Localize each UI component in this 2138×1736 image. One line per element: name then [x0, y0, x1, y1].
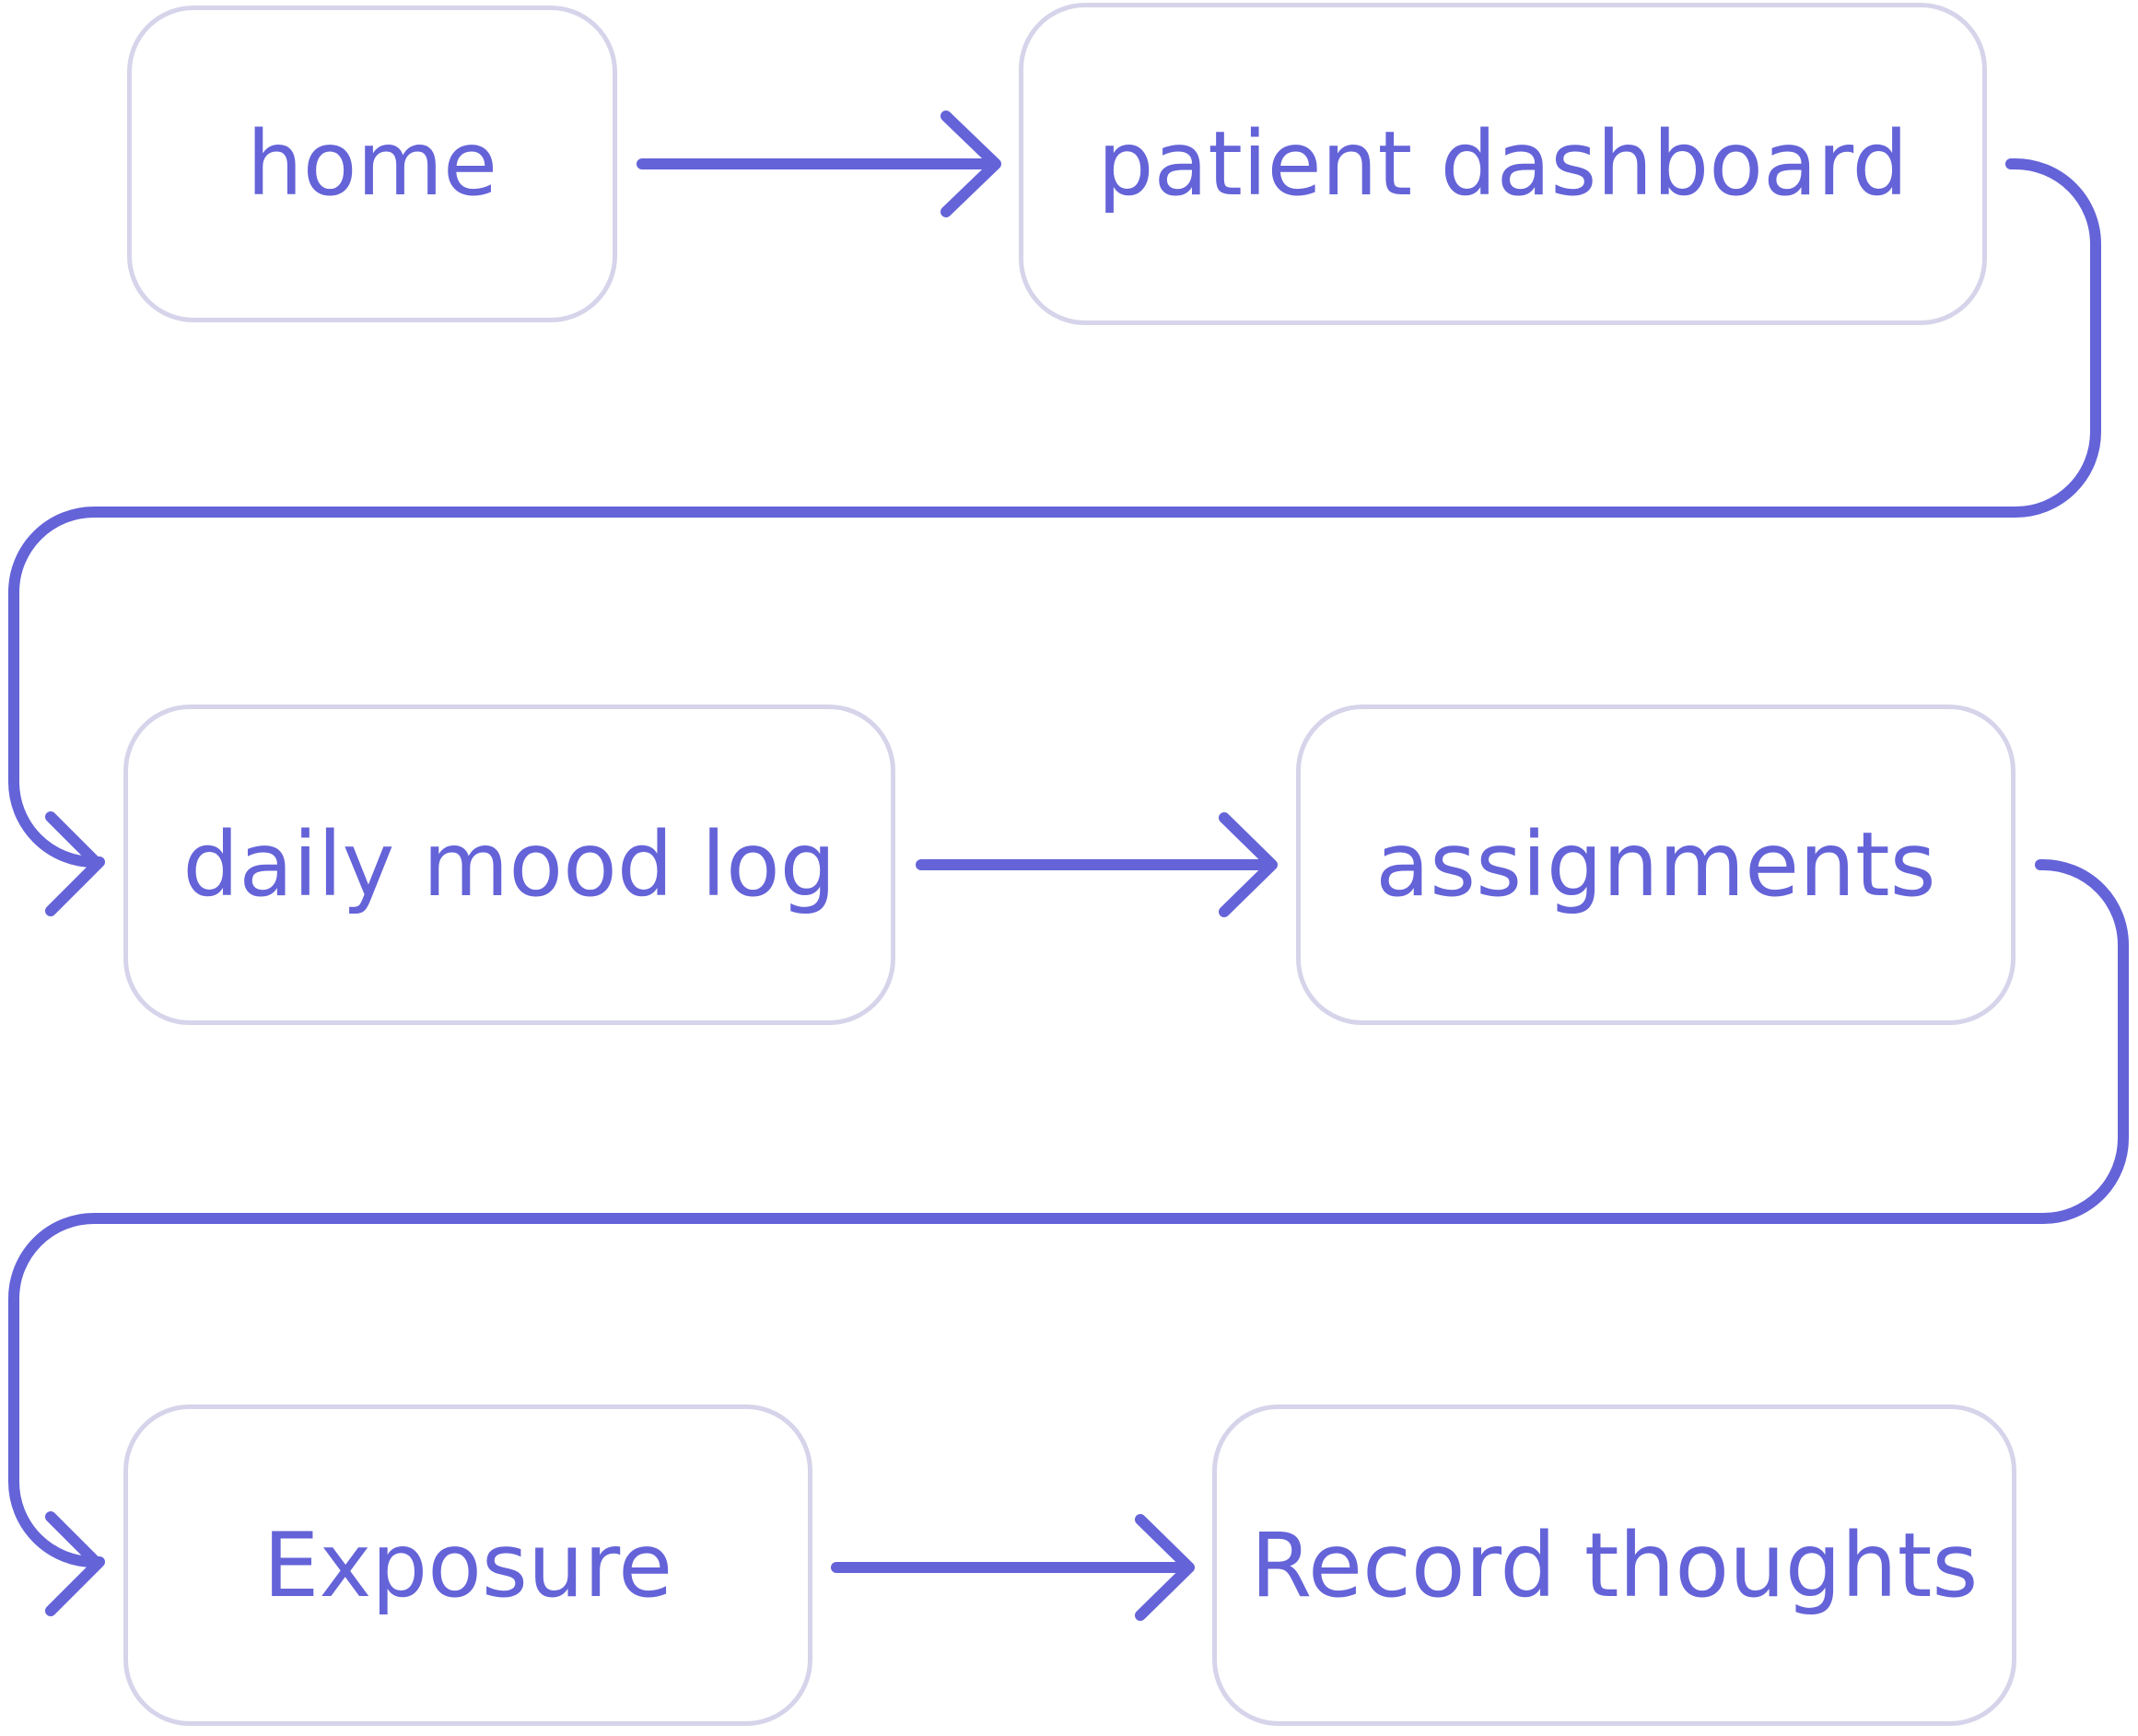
arrowhead-dashboard-to-mood-log [45, 811, 103, 916]
node-daily-mood-log[interactable]: daily mood log [123, 705, 895, 1025]
node-daily-mood-log-label: daily mood log [182, 813, 836, 916]
node-assignments-label: assignments [1375, 813, 1936, 916]
node-assignments[interactable]: assignments [1296, 705, 2015, 1025]
node-exposure-label: Exposure [263, 1513, 673, 1617]
node-exposure[interactable]: Exposure [123, 1404, 812, 1726]
node-record-thoughts[interactable]: Record thoughts [1212, 1404, 2016, 1726]
arrowhead-assignments-to-exposure [45, 1511, 103, 1616]
arrowhead-exposure-to-record-thoughts [1135, 1514, 1195, 1621]
node-patient-dashboard[interactable]: patient dashboard [1019, 3, 1987, 325]
node-record-thoughts-label: Record thoughts [1250, 1513, 1979, 1617]
arrowhead-mood-log-to-assignments [1219, 812, 1278, 917]
edge-assignments-to-exposure [8, 859, 2129, 1567]
node-patient-dashboard-label: patient dashboard [1097, 112, 1909, 216]
node-home-label: home [246, 112, 498, 216]
arrowhead-home-to-dashboard [940, 111, 1001, 217]
node-home[interactable]: home [127, 6, 617, 322]
edge-dashboard-to-mood-log [7, 158, 2101, 868]
